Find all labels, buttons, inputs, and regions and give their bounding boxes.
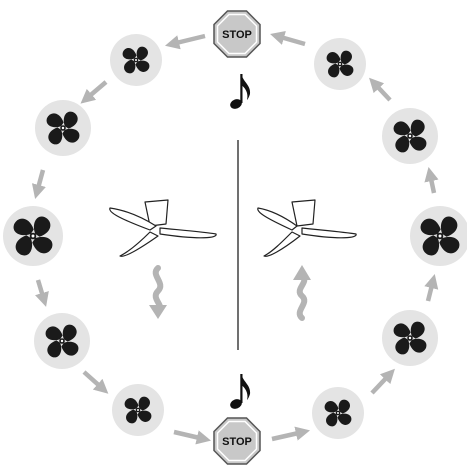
fan-icon bbox=[124, 396, 152, 424]
fan-icon bbox=[393, 321, 427, 355]
fan-icon bbox=[393, 119, 427, 153]
arrow-left-4-to-5 bbox=[82, 370, 109, 394]
stop-sign-bottom: STOP bbox=[213, 417, 261, 465]
fan-icon bbox=[13, 216, 53, 256]
fan-position-left-2 bbox=[35, 100, 91, 156]
fan-position-left-4 bbox=[34, 313, 90, 369]
arrow-stop-bottom-to-right-5 bbox=[271, 426, 311, 442]
fan-position-right-5 bbox=[312, 387, 364, 439]
music-note-icon bbox=[230, 74, 251, 109]
arrow-right-3-to-2 bbox=[424, 166, 439, 194]
arrow-right-2-to-1 bbox=[369, 77, 392, 102]
fan-icon bbox=[45, 324, 79, 358]
ceiling-fan-icon bbox=[109, 199, 217, 257]
fan-position-right-4 bbox=[382, 310, 438, 366]
arrow-right-1-to-stop-top bbox=[270, 31, 306, 47]
stop-sign-icon bbox=[213, 10, 261, 58]
music-note-icon bbox=[230, 374, 251, 409]
arrow-stop-top-to-left-1 bbox=[165, 33, 206, 50]
arrow-left-2-to-3 bbox=[31, 169, 46, 199]
fan-icon bbox=[326, 50, 354, 78]
music-note-bottom bbox=[230, 374, 251, 409]
arrow-left-5-to-stop-bottom bbox=[173, 429, 212, 445]
fan-icon bbox=[46, 111, 80, 145]
arrow-right-4-to-3 bbox=[424, 274, 439, 302]
wavy-arrow-icon bbox=[149, 265, 167, 319]
fan-icon bbox=[324, 399, 352, 427]
fan-position-left-5 bbox=[112, 384, 164, 436]
cycle-arrows bbox=[31, 31, 439, 445]
stop-label-top: STOP bbox=[222, 29, 252, 41]
ceiling-fan-right bbox=[257, 199, 357, 321]
fan-position-left-1 bbox=[110, 34, 162, 86]
stop-label-bottom: STOP bbox=[222, 436, 252, 448]
wavy-arrow-icon bbox=[293, 265, 311, 321]
fan-position-left-3 bbox=[3, 206, 63, 266]
fan-position-right-2 bbox=[382, 108, 438, 164]
fan-position-right-1 bbox=[314, 38, 366, 90]
arrow-left-3-to-4 bbox=[35, 279, 49, 307]
arrow-left-1-to-2 bbox=[80, 80, 108, 104]
stop-sign-icon bbox=[213, 417, 261, 465]
arrow-right-5-to-4 bbox=[370, 368, 395, 395]
ceiling-fan-left bbox=[109, 199, 217, 319]
ceiling-fan-icon bbox=[257, 199, 357, 257]
music-note-top bbox=[230, 74, 251, 109]
stop-sign-top: STOP bbox=[213, 10, 261, 58]
fan-position-right-3 bbox=[410, 206, 467, 266]
fan-icon bbox=[420, 216, 460, 256]
fan-icon bbox=[122, 46, 150, 74]
fan-discs bbox=[3, 34, 467, 439]
